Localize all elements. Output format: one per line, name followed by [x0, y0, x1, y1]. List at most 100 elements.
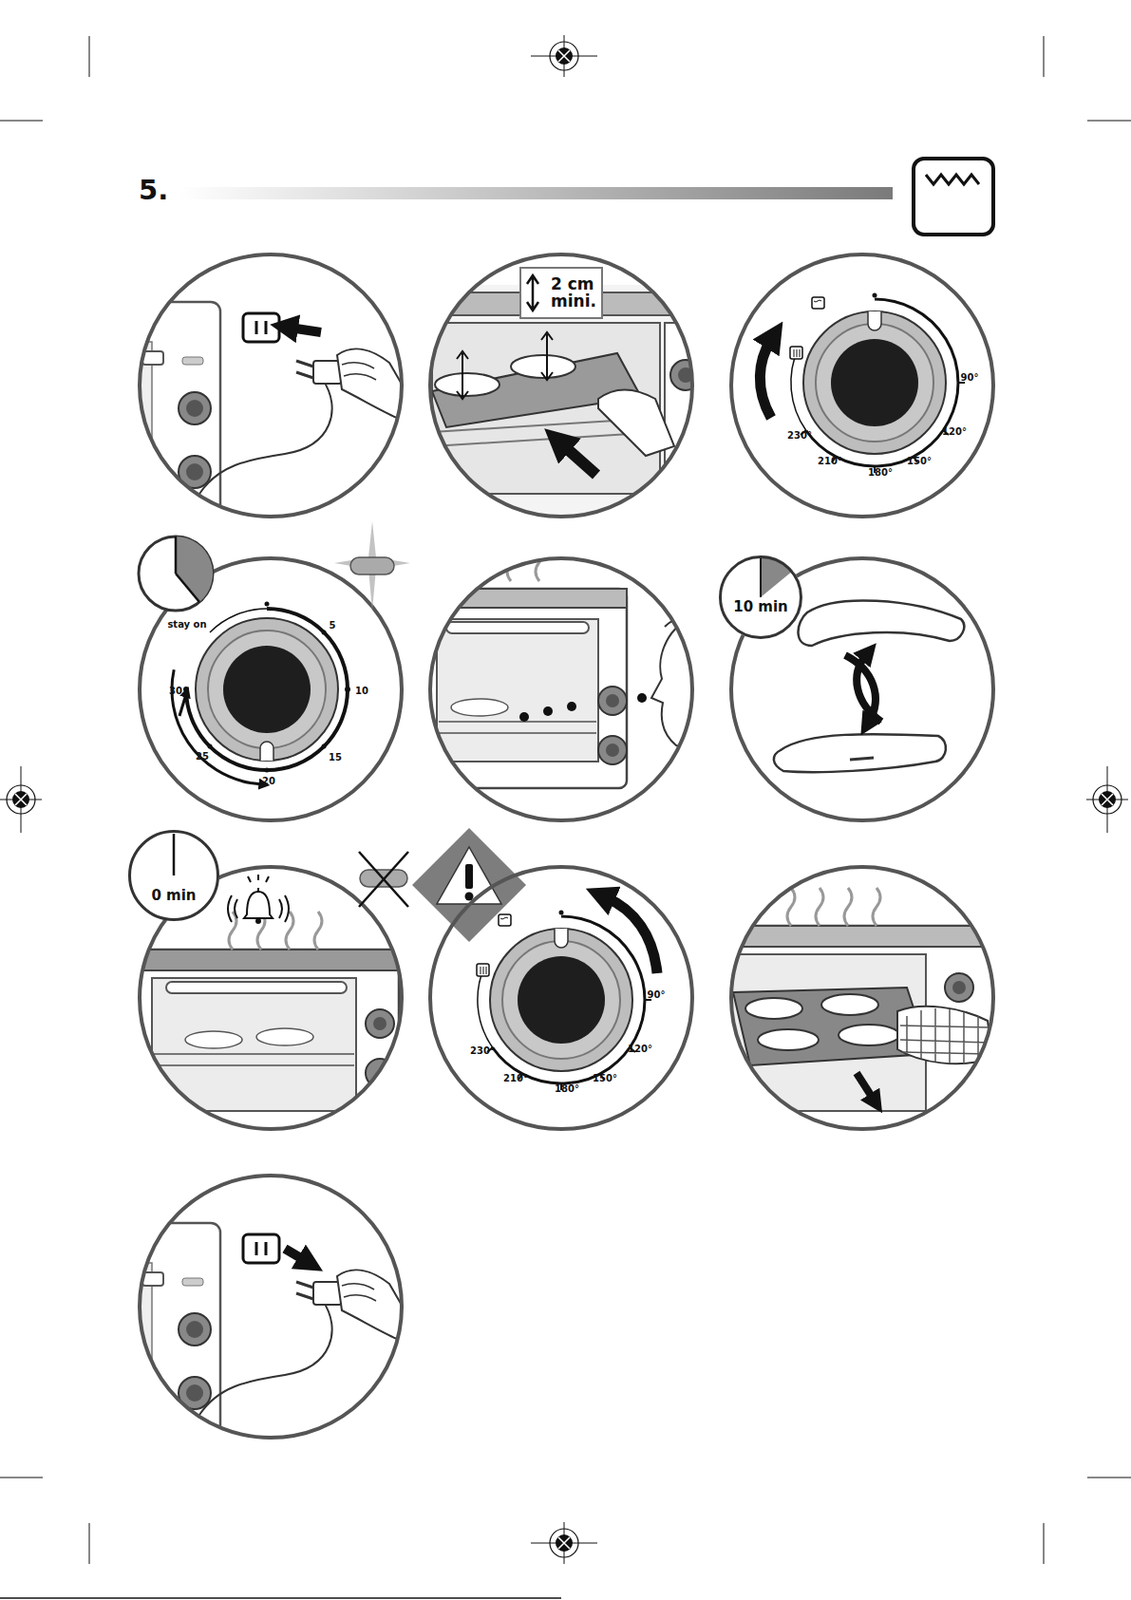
registration-target-part-part: [15, 793, 27, 806]
registration-target-part: [530, 1522, 598, 1565]
heating-panel-part-part: [543, 706, 553, 717]
unplug-panel: [113, 1175, 411, 1442]
end-of-cooking-panel-part: [128, 829, 220, 922]
timer-panel-part: [175, 536, 213, 603]
remove-tray-panel-part-part: [757, 1029, 819, 1051]
node-text: 10 min: [733, 600, 789, 616]
switch-off-panel: [430, 867, 693, 1130]
timer-panel: [138, 521, 411, 821]
end-of-cooking-panel-part-part: [185, 1031, 243, 1049]
tray-panel-part-part: [562, 444, 597, 475]
crop-marks-part: [1043, 1523, 1045, 1565]
warning-symbols-part: [358, 851, 409, 907]
temperature-dial-panel: [731, 254, 994, 517]
crop-marks-part: [0, 120, 43, 122]
dial-temperature: 150°: [592, 1074, 618, 1084]
timer-panel-part-part: [223, 645, 311, 734]
heating-panel-part: [427, 543, 708, 789]
dial-temperature: 180°: [867, 468, 893, 478]
turn-food-panel-part: [773, 600, 964, 773]
crop-marks-part: [0, 1477, 43, 1479]
remove-tray-panel-part-part: [856, 1073, 874, 1100]
dimension-box: 2 cm mini.: [520, 267, 603, 319]
dial-temperature: 210°: [817, 456, 843, 467]
plug-in-panel-part: [139, 254, 402, 517]
heating-panel-part-part: [446, 622, 589, 634]
plug-in-panel-part-part: [113, 301, 411, 521]
dial-temperature: 120°: [627, 1044, 653, 1055]
registration-target-part-part: [1101, 793, 1113, 806]
remove-tray-panel: [721, 867, 1007, 1135]
tray-panel-part: [430, 254, 693, 517]
timer-panel-part-part: [207, 744, 213, 750]
dial-temperature: 150°: [906, 456, 932, 467]
end-of-cooking-panel-part-part: [151, 978, 357, 1112]
end-of-cooking-panel-part-part: [247, 874, 269, 883]
timer-panel-part: [334, 521, 411, 611]
crop-marks-part: [1043, 36, 1045, 77]
unplug-panel-part: [139, 1175, 402, 1438]
warning-symbols-part: [358, 851, 409, 907]
timer-panel-part-part: [195, 618, 339, 761]
end-of-cooking-panel-part-part: [153, 1064, 355, 1067]
dial-temperature: 180°: [554, 1084, 580, 1094]
timer-minutes: 5: [329, 621, 337, 631]
heating-panel-part-part: [598, 686, 627, 716]
heating-panel-part-part: [566, 701, 577, 712]
timer-panel-part-part: [171, 669, 263, 785]
tray-panel-part-part: [670, 359, 701, 391]
timer-minutes: 30: [169, 686, 183, 697]
switch-off-panel-part: [430, 867, 693, 1130]
timer-panel-part-part: [179, 694, 187, 717]
registration-target-part: [530, 35, 598, 77]
remove-tray-panel-part-part: [900, 1008, 992, 1064]
tray-panel-part-part: [456, 351, 469, 399]
timer-panel-part: [138, 536, 213, 611]
timer-panel-part: [174, 536, 178, 574]
timer-panel-part-part: [264, 602, 270, 607]
timer-panel-part: [175, 573, 200, 603]
crop-marks-part: [0, 1597, 562, 1600]
registration-target-part: [0, 766, 42, 833]
temperature-dial-panel-part: [759, 339, 772, 418]
registration-target-part: [1086, 766, 1129, 833]
remove-tray-panel-part-part: [952, 980, 966, 995]
remove-tray-panel-part-part: [745, 998, 803, 1019]
turn-food-panel-part-part: [845, 655, 876, 722]
tray-panel-part: [520, 267, 603, 319]
timer-panel-part-part: [334, 521, 411, 611]
heating-panel-part-part: [598, 735, 627, 765]
end-of-cooking-panel-part-part: [137, 949, 399, 971]
end-of-cooking-panel-part-part: [314, 911, 322, 950]
remove-tray-panel-part-part: [838, 1024, 900, 1046]
remove-tray-panel-part-part: [944, 973, 974, 1002]
heating-panel-part-part: [507, 543, 515, 582]
end-of-cooking-panel-part-part: [256, 1028, 314, 1046]
end-of-cooking-panel-part-part: [137, 949, 399, 1131]
turn-food-panel-part: [718, 555, 803, 640]
dial-temperature: 90°: [961, 373, 980, 383]
timer-panel-part-part: [186, 608, 348, 771]
plug-in-panel-part: [113, 301, 411, 521]
header-bar-part: [178, 187, 893, 200]
heating-panel-part: [430, 558, 693, 821]
node-text: 2 cm mini.: [550, 276, 601, 311]
tray-panel-part-part: [598, 390, 675, 456]
timer-minutes: 20: [262, 776, 276, 787]
end-of-cooking-panel-part: [227, 874, 289, 924]
timer-minutes: 10: [355, 686, 369, 697]
dial-temperature: 230°: [787, 431, 812, 441]
tray-panel: [408, 254, 722, 523]
switch-off-panel-part: [476, 910, 652, 1092]
remove-tray-panel-part: [721, 887, 1007, 1135]
time-circle: 0 min: [128, 829, 220, 922]
warning-symbols-part: [465, 864, 473, 889]
crop-marks-part: [89, 36, 91, 77]
heating-panel-part-part: [478, 543, 487, 582]
timer-panel-part-part: [321, 630, 327, 636]
remove-tray-panel-part-part: [821, 994, 879, 1016]
header-bar-part: [925, 174, 980, 185]
plug-in-panel-part: [289, 327, 321, 333]
heating-panel-part-part: [436, 619, 599, 762]
